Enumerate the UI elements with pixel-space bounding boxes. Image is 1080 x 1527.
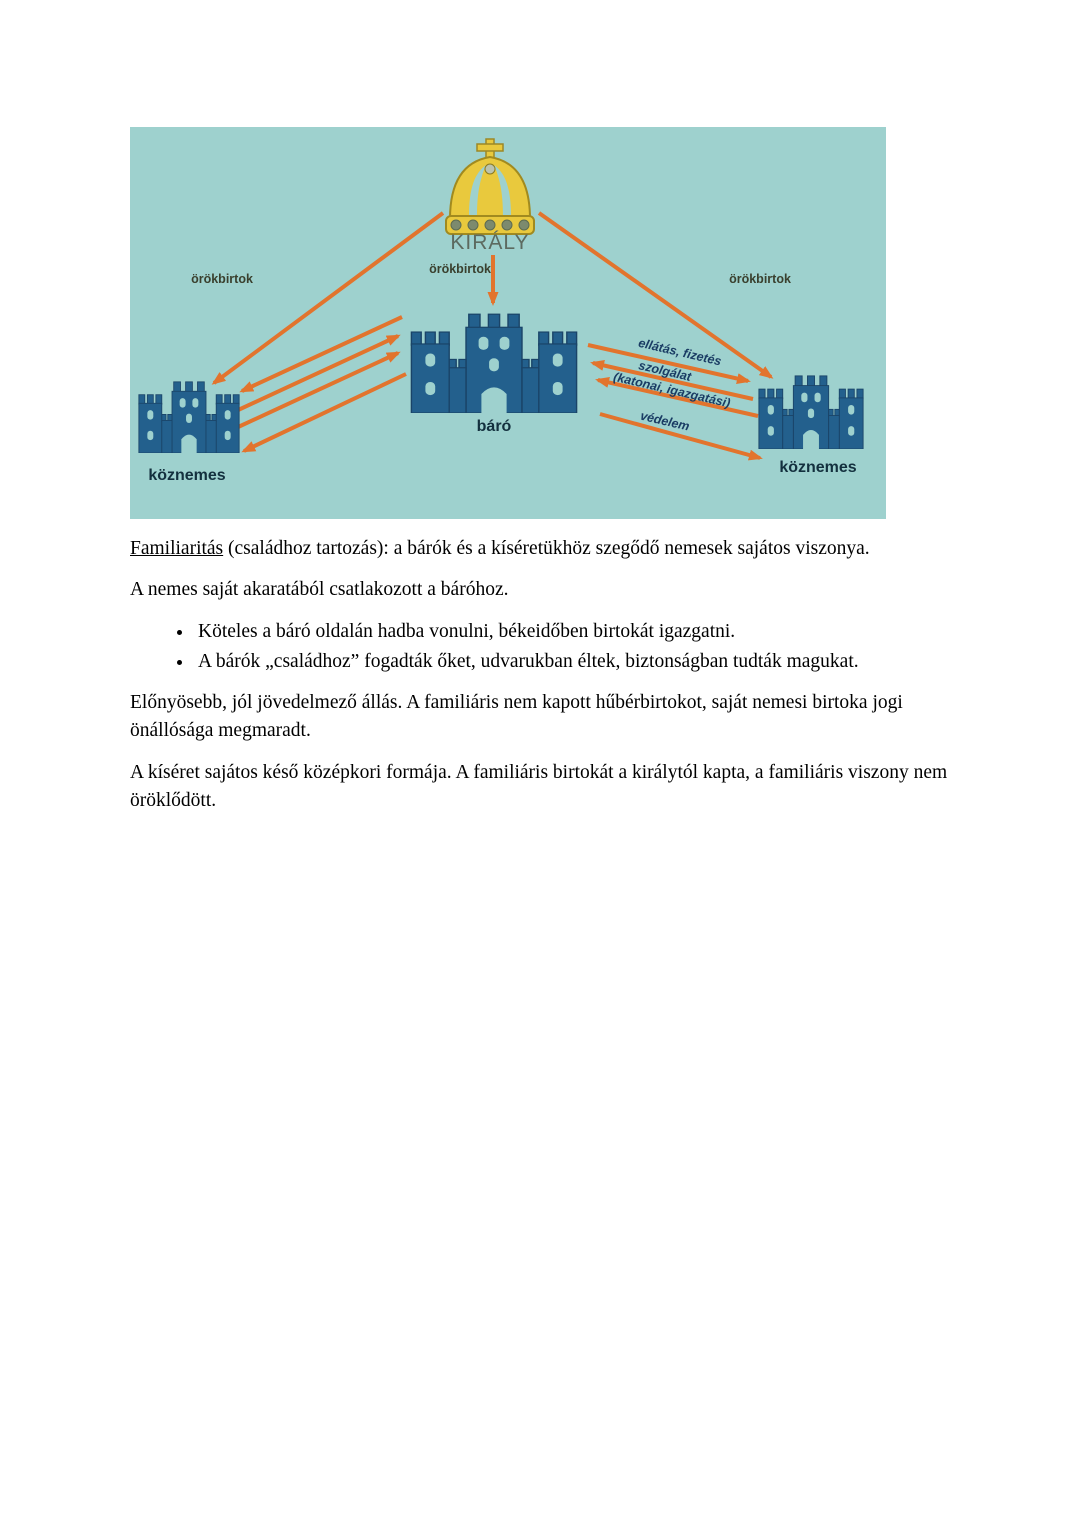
- arrow-left-to-baro-1: [235, 334, 401, 413]
- paragraph-nemes: A nemes saját akaratából csatlakozott a …: [130, 579, 509, 601]
- paragraph-elonyosebb: Előnyösebb, jól jövedelmező állás. A fam…: [130, 692, 903, 742]
- bullet-item-2: A bárók „családhoz” fogadták őket, udvar…: [194, 648, 965, 676]
- term-familiaritas: Familiaritás: [130, 538, 224, 559]
- paragraph-familiaritas: Familiaritás (családhoz tartozás): a bár…: [130, 535, 965, 563]
- feudal-hierarchy-diagram: KIRÁLY örökbirtok örökbirtok örökbirtok …: [130, 127, 886, 519]
- arrow-king-to-koznemes-left: [211, 211, 445, 385]
- arrow-baro-to-left-2: [241, 372, 407, 453]
- koznemes-label-right: köznemes: [779, 459, 856, 476]
- arrow-right-to-baro-service2: [595, 377, 759, 418]
- arrow-baro-to-right-supply: [587, 343, 751, 384]
- orokbirtok-label-right: örökbirtok: [729, 272, 791, 286]
- crown-icon: [445, 138, 535, 235]
- orokbirtok-label-center: örökbirtok: [429, 262, 491, 276]
- paragraph-familiaritas-rest: (családhoz tartozás): a bárók és a kísér…: [223, 538, 870, 559]
- document-text: Familiaritás (családhoz tartozás): a bár…: [130, 535, 965, 828]
- arrow-king-to-koznemes-right: [537, 211, 774, 379]
- relation-arrows: [211, 211, 774, 461]
- baro-label: báró: [477, 418, 512, 435]
- bullet-item-1: Köteles a báró oldalán hadba vonulni, bé…: [194, 618, 965, 646]
- arrow-baro-to-right-protection: [599, 412, 763, 461]
- arrow-left-to-baro-2: [235, 351, 401, 430]
- arrow-right-to-baro-service: [590, 360, 754, 401]
- arrow-baro-to-left-1: [239, 315, 403, 393]
- orokbirtok-label-left: örökbirtok: [191, 272, 253, 286]
- paragraph-kiseret: A kíséret sajátos késő középkori formája…: [130, 761, 948, 811]
- bullet-list: Köteles a báró oldalán hadba vonulni, bé…: [130, 618, 965, 677]
- koznemes-label-left: köznemes: [148, 467, 225, 484]
- king-label: KIRÁLY: [450, 231, 529, 254]
